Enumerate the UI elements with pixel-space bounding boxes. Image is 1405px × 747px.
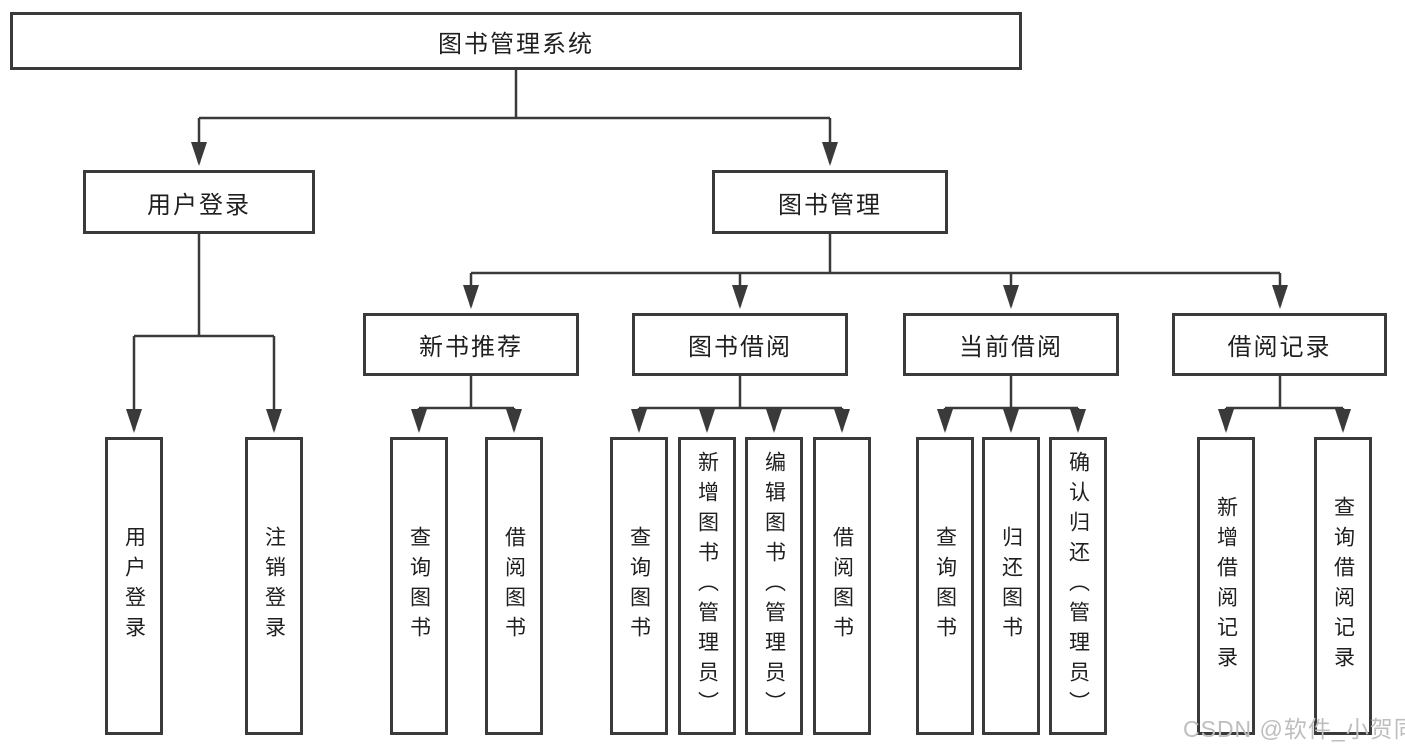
leaf-query-book: 查询图书 [916, 437, 974, 735]
node-label: 当前借阅 [959, 334, 1063, 361]
node-book-management: 图书管理 [712, 170, 948, 234]
leaf-label: 查询图书 [933, 526, 957, 646]
leaf-label: 归还图书 [999, 526, 1023, 646]
node-label: 图书管理系统 [438, 30, 594, 58]
node-user-login: 用户登录 [83, 170, 315, 234]
leaf-label: 注销登录 [262, 526, 286, 646]
leaf-return-book: 归还图书 [982, 437, 1040, 735]
leaf-label: 编辑图书（管理员） [762, 451, 786, 721]
node-new-book-recommendation: 新书推荐 [363, 313, 579, 376]
node-current-borrowing: 当前借阅 [903, 313, 1119, 376]
node-book-borrowing: 图书借阅 [632, 313, 848, 376]
leaf-label: 借阅图书 [830, 526, 854, 646]
leaf-label: 查询借阅记录 [1331, 496, 1355, 676]
leaf-edit-book-admin: 编辑图书（管理员） [745, 437, 803, 735]
leaf-label: 查询图书 [407, 526, 431, 646]
leaf-label: 用户登录 [122, 526, 146, 646]
node-label: 图书管理 [778, 191, 882, 219]
node-label: 用户登录 [147, 191, 251, 219]
node-borrowing-records: 借阅记录 [1172, 313, 1387, 376]
leaf-borrow-book: 借阅图书 [813, 437, 871, 735]
leaf-confirm-return-admin: 确认归还（管理员） [1049, 437, 1107, 735]
leaf-add-borrow-record: 新增借阅记录 [1197, 437, 1255, 735]
leaf-query-book: 查询图书 [390, 437, 448, 735]
node-label: 借阅记录 [1227, 334, 1332, 361]
leaf-label: 借阅图书 [502, 526, 526, 646]
leaf-borrow-book: 借阅图书 [485, 437, 543, 735]
leaf-label: 新增图书（管理员） [695, 451, 719, 721]
leaf-user-login: 用户登录 [105, 437, 163, 735]
leaf-add-book-admin: 新增图书（管理员） [678, 437, 736, 735]
leaf-label: 新增借阅记录 [1214, 496, 1238, 676]
leaf-label: 确认归还（管理员） [1066, 451, 1090, 721]
leaf-query-book: 查询图书 [610, 437, 668, 735]
node-library-management-system: 图书管理系统 [10, 12, 1022, 70]
leaf-logout: 注销登录 [245, 437, 303, 735]
leaf-query-borrow-record: 查询借阅记录 [1314, 437, 1372, 735]
node-label: 图书借阅 [688, 334, 792, 361]
leaf-label: 查询图书 [627, 526, 651, 646]
csdn-watermark: CSDN @软件_小贺同学 [1183, 716, 1405, 742]
node-label: 新书推荐 [419, 334, 523, 361]
